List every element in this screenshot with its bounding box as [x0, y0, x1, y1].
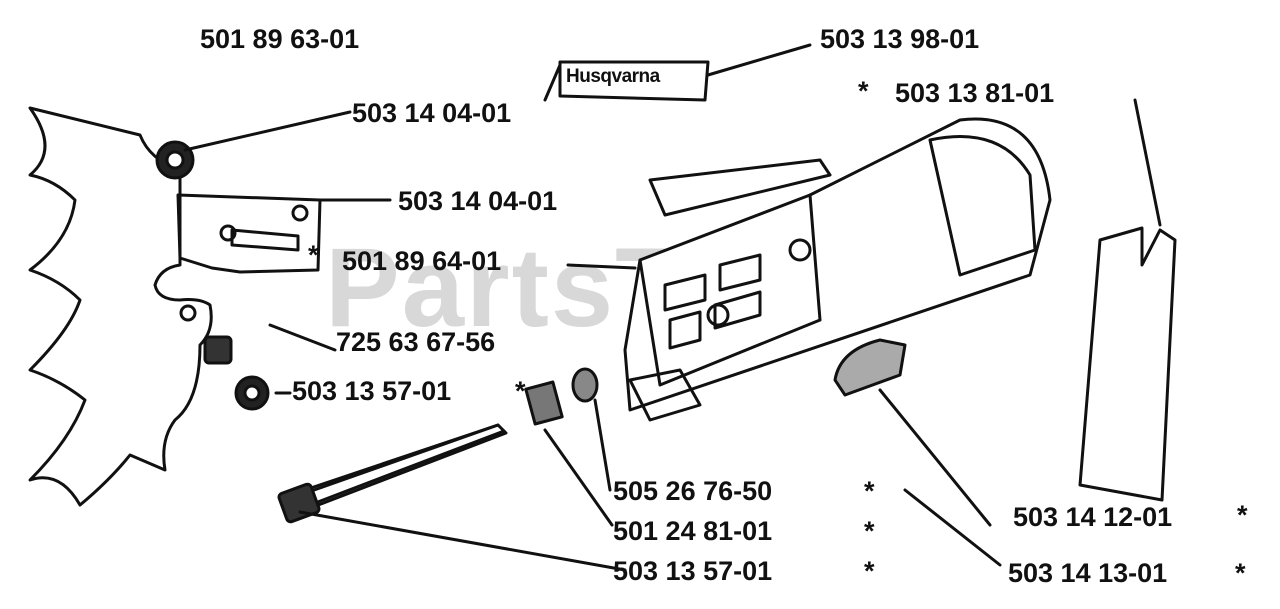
- bumper-hole: [179, 304, 197, 322]
- label-505-26-76-50: 505 26 76-50: [613, 476, 773, 506]
- chain-cover: [623, 117, 1052, 412]
- label-503-13-81-01: 503 13 81-01: [895, 78, 1055, 108]
- decal-plate: [558, 60, 710, 102]
- star-501-89-64-01: *: [308, 240, 319, 270]
- label-503-14-04-01-a: 503 14 04-01: [352, 98, 512, 128]
- label-503-14-04-01-b: 503 14 04-01: [398, 186, 558, 216]
- star-503-14-12-01: *: [1237, 500, 1248, 530]
- stud: [203, 335, 233, 365]
- label-503-13-98-01: 503 13 98-01: [820, 24, 980, 54]
- strip: [648, 158, 832, 217]
- pin: [571, 367, 599, 403]
- label-503-14-13-01: 503 14 13-01: [1008, 558, 1168, 588]
- star-503-13-57-01-b: *: [864, 556, 875, 586]
- bumper-spike-plate: [28, 106, 213, 507]
- label-503-13-57-01-a: 503 13 57-01: [292, 376, 452, 406]
- star-503-13-57-01-a: *: [515, 376, 526, 406]
- star-501-24-81-01: *: [864, 516, 875, 546]
- label-501-89-64-01: 501 89 64-01: [342, 246, 502, 276]
- label-503-13-57-01-b: 503 13 57-01: [613, 556, 773, 586]
- husqvarna-decal-text: Husqvarna: [566, 66, 660, 87]
- chain-guard-plate: [1078, 226, 1177, 502]
- label-503-14-12-01: 503 14 12-01: [1013, 502, 1173, 532]
- star-503-14-13-01: *: [1235, 558, 1246, 588]
- label-725-63-67-56: 725 63 67-56: [336, 327, 496, 357]
- label-501-24-81-01: 501 24 81-01: [613, 516, 773, 546]
- square-nut: [524, 380, 564, 426]
- star-503-13-81-01: *: [858, 76, 869, 106]
- wedge: [833, 338, 907, 397]
- star-505-26-76-50: *: [864, 476, 875, 506]
- label-501-89-63-01: 501 89 63-01: [200, 24, 360, 54]
